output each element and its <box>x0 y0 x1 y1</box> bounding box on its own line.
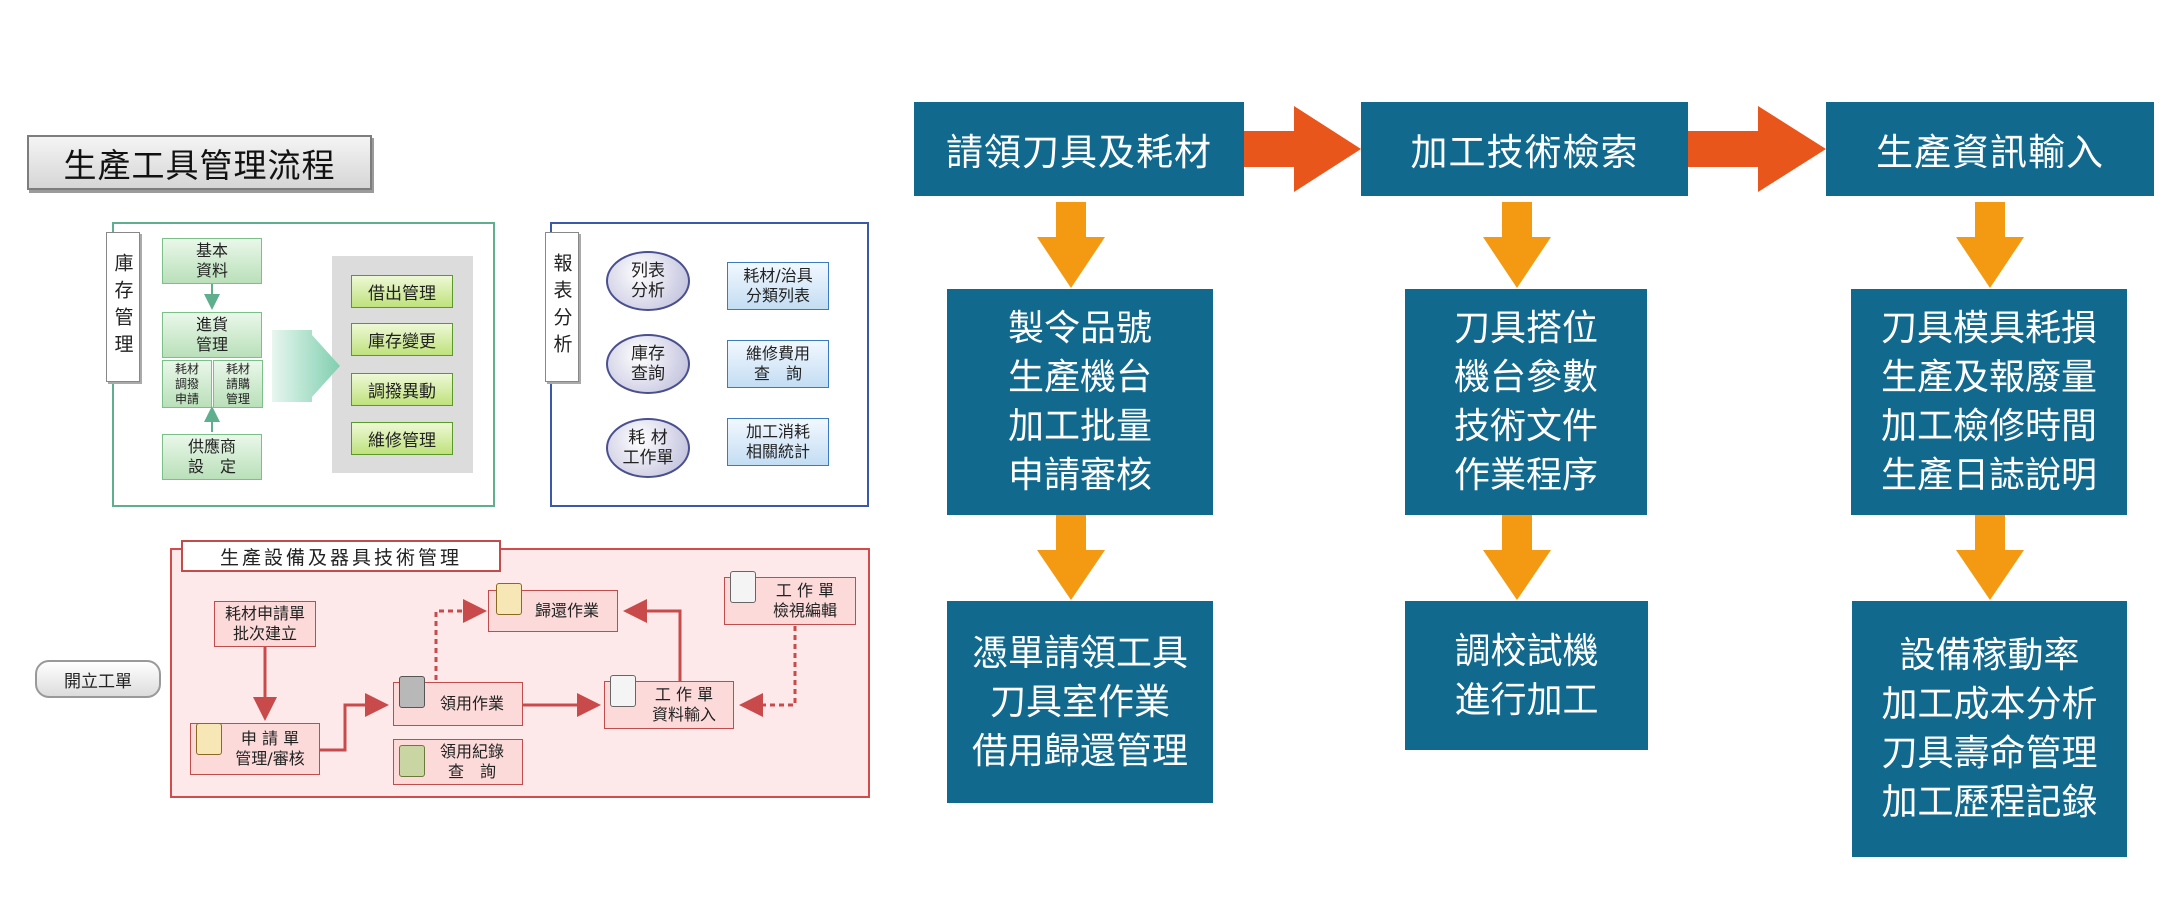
col1-block1-line: 申請審核 <box>1007 455 1152 496</box>
supplier-box[interactable]: 供應商 設 定 <box>162 434 262 480</box>
col3-block2-line: 設備稼動率 <box>1899 635 2080 676</box>
col1-block1-line: 生產機台 <box>1007 357 1152 398</box>
consumable-workorder-oval[interactable]: 耗 材 工作單 <box>606 418 690 478</box>
request-batch-box[interactable]: 耗材申請單 批次建立 <box>214 601 316 647</box>
right-arrow-1 <box>1244 106 1361 192</box>
col3-block1-line: 生產及報廢量 <box>1880 357 2097 398</box>
report-label: 報表分析 <box>545 232 579 382</box>
open-workorder-button[interactable]: 開立工單 <box>35 660 161 698</box>
down-arrow-3a <box>1956 202 2024 288</box>
category-list-box[interactable]: 耗材/治具 分類列表 <box>727 262 829 310</box>
col2-block1-line: 刀具搭位 <box>1453 308 1598 349</box>
repair-cost-box[interactable]: 維修費用 查 詢 <box>727 340 829 388</box>
down-arrow-2a <box>1483 202 1551 288</box>
col1-block1-line: 製令品號 <box>1007 308 1152 349</box>
page-title: 生產工具管理流程 <box>27 135 372 190</box>
right-arrow-2 <box>1688 106 1826 192</box>
down-arrow-3b <box>1956 515 2024 600</box>
col1-block2: 憑單請領工具 刀具室作業 借用歸還管理 <box>947 601 1213 803</box>
col3-block2-line: 加工歷程記錄 <box>1881 782 2098 823</box>
list-analysis-oval[interactable]: 列表 分析 <box>606 251 690 311</box>
consumption-stats-box[interactable]: 加工消耗 相關統計 <box>727 418 829 466</box>
col3-block1: 刀具模具耗損 生產及報廢量 加工檢修時間 生產日誌說明 <box>1851 289 2127 515</box>
col3-block2-line: 刀具壽命管理 <box>1881 733 2098 774</box>
col2-block2-line: 調校試機 <box>1454 630 1599 672</box>
header-production-input: 生產資訊輸入 <box>1826 102 2154 196</box>
col3-block2: 設備稼動率 加工成本分析 刀具壽命管理 加工歷程記錄 <box>1852 601 2127 857</box>
checklist-icon <box>496 583 522 615</box>
col2-block1-line: 技術文件 <box>1453 406 1598 447</box>
equipment-panel-title: 生產設備及器具技術管理 <box>181 540 501 572</box>
edit-document-icon <box>730 571 756 603</box>
col3-block1-line: 刀具模具耗損 <box>1880 308 2097 349</box>
stock-change-button[interactable]: 庫存變更 <box>351 323 453 356</box>
stock-query-oval[interactable]: 庫存 查詢 <box>606 334 690 394</box>
col1-block2-line: 刀具室作業 <box>989 681 1170 723</box>
consumable-purchase-box[interactable]: 耗材 請購 管理 <box>213 360 263 408</box>
col2-block1: 刀具搭位 機台參數 技術文件 作業程序 <box>1405 289 1647 515</box>
col2-block2: 調校試機 進行加工 <box>1405 601 1648 750</box>
col3-block1-line: 生產日誌說明 <box>1880 455 2097 496</box>
col1-block2-line: 借用歸還管理 <box>971 730 1188 772</box>
tools-icon <box>399 676 425 708</box>
col2-block1-line: 作業程序 <box>1453 455 1598 496</box>
down-arrow-2b <box>1483 515 1551 600</box>
transfer-change-button[interactable]: 調撥異動 <box>351 373 453 406</box>
clipboard-icon <box>196 723 222 755</box>
header-request-tools: 請領刀具及耗材 <box>914 102 1244 196</box>
consumable-transfer-box[interactable]: 耗材 調撥 申請 <box>162 360 212 408</box>
purchase-box[interactable]: 進貨 管理 <box>162 312 262 358</box>
basic-data-box[interactable]: 基本 資料 <box>162 238 262 284</box>
header-tech-search: 加工技術檢索 <box>1361 102 1688 196</box>
down-arrow-1b <box>1037 515 1105 600</box>
notepad-icon <box>610 675 636 707</box>
col3-block1-line: 加工檢修時間 <box>1880 406 2097 447</box>
col1-block1-line: 加工批量 <box>1007 406 1152 447</box>
down-arrow-1a <box>1037 202 1105 288</box>
col3-block2-line: 加工成本分析 <box>1881 684 2098 725</box>
col2-block1-line: 機台參數 <box>1453 357 1598 398</box>
inventory-label: 庫存管理 <box>106 232 140 382</box>
repair-management-button[interactable]: 維修管理 <box>351 422 453 455</box>
col1-block1: 製令品號 生產機台 加工批量 申請審核 <box>947 289 1213 515</box>
lend-management-button[interactable]: 借出管理 <box>351 275 453 308</box>
money-icon <box>399 745 425 777</box>
col1-block2-line: 憑單請領工具 <box>971 632 1188 674</box>
col2-block2-line: 進行加工 <box>1454 679 1599 721</box>
